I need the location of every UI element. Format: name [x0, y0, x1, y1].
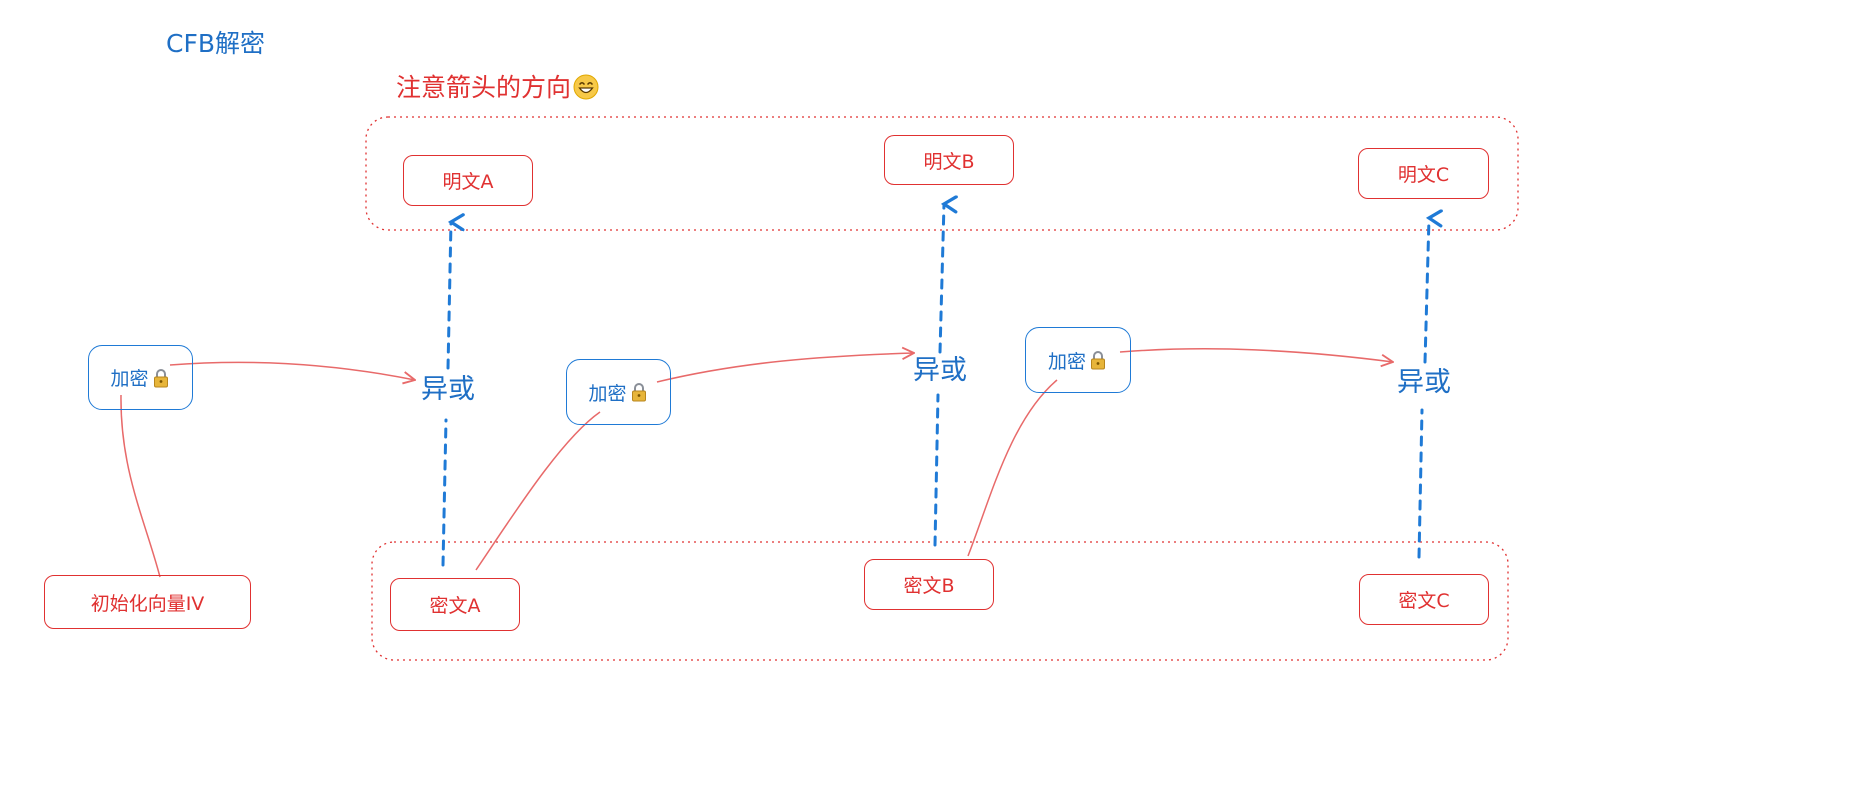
lock-icon — [631, 383, 646, 402]
encrypt-1-label: 加密 — [110, 368, 149, 390]
plaintext-group-border — [365, 116, 1519, 231]
plaintext-a-box: 明文A — [403, 155, 533, 206]
ciphertext-a-label: 密文A — [429, 595, 481, 617]
plaintext-c-label: 明文C — [1397, 164, 1450, 186]
direction-note: 注意箭头的方向 — [396, 74, 599, 100]
iv-label: 初始化向量IV — [90, 592, 205, 615]
diagram-canvas — [120, 116, 1519, 661]
plaintext-a-label: 明文A — [442, 171, 494, 193]
encrypt-box-1: 加密 — [88, 345, 193, 410]
page-title: CFB解密 — [166, 29, 265, 58]
plaintext-b-label: 明文B — [923, 150, 975, 173]
xor-arrow-b-bottom — [933, 393, 940, 547]
ciphertext-group-border — [371, 541, 1509, 661]
iv-to-encrypt-1-line — [120, 394, 161, 578]
encrypt-2-label: 加密 — [588, 382, 627, 405]
lock-icon — [1091, 351, 1105, 370]
encrypt-3-label: 加密 — [1047, 350, 1086, 373]
encrypt-3-to-xor-c-arrow — [1119, 348, 1393, 362]
encrypt-box-3: 加密 — [1025, 327, 1131, 393]
ciphertext-b-box: 密文B — [864, 559, 994, 610]
iv-box: 初始化向量IV — [44, 575, 251, 629]
plaintext-c-box: 明文C — [1358, 148, 1489, 199]
xor-label-b: 异或 — [913, 355, 967, 386]
ciphertext-b-to-encrypt-3-line — [967, 379, 1058, 557]
grinning-face-emoji-icon — [573, 74, 599, 100]
ciphertext-c-label: 密文C — [1398, 590, 1450, 612]
xor-arrow-a-top — [446, 222, 451, 370]
ciphertext-c-box: 密文C — [1359, 574, 1489, 625]
encrypt-1-to-xor-a-arrow — [169, 361, 415, 380]
xor-arrow-c-top — [1423, 218, 1429, 364]
encrypt-2-to-xor-b-arrow — [656, 353, 914, 383]
xor-label-c: 异或 — [1397, 367, 1451, 398]
xor-arrow-b-top — [938, 204, 944, 354]
xor-label-a: 异或 — [421, 374, 475, 405]
lock-icon — [153, 368, 168, 387]
ciphertext-a-box: 密文A — [390, 578, 520, 631]
xor-arrow-a-bottom — [441, 418, 448, 567]
direction-note-text: 注意箭头的方向 — [396, 72, 572, 102]
xor-arrow-c-bottom — [1417, 408, 1424, 559]
ciphertext-b-label: 密文B — [903, 575, 955, 597]
plaintext-b-box: 明文B — [884, 135, 1014, 185]
ciphertext-a-to-encrypt-2-line — [475, 411, 601, 571]
encrypt-box-2: 加密 — [566, 359, 671, 425]
